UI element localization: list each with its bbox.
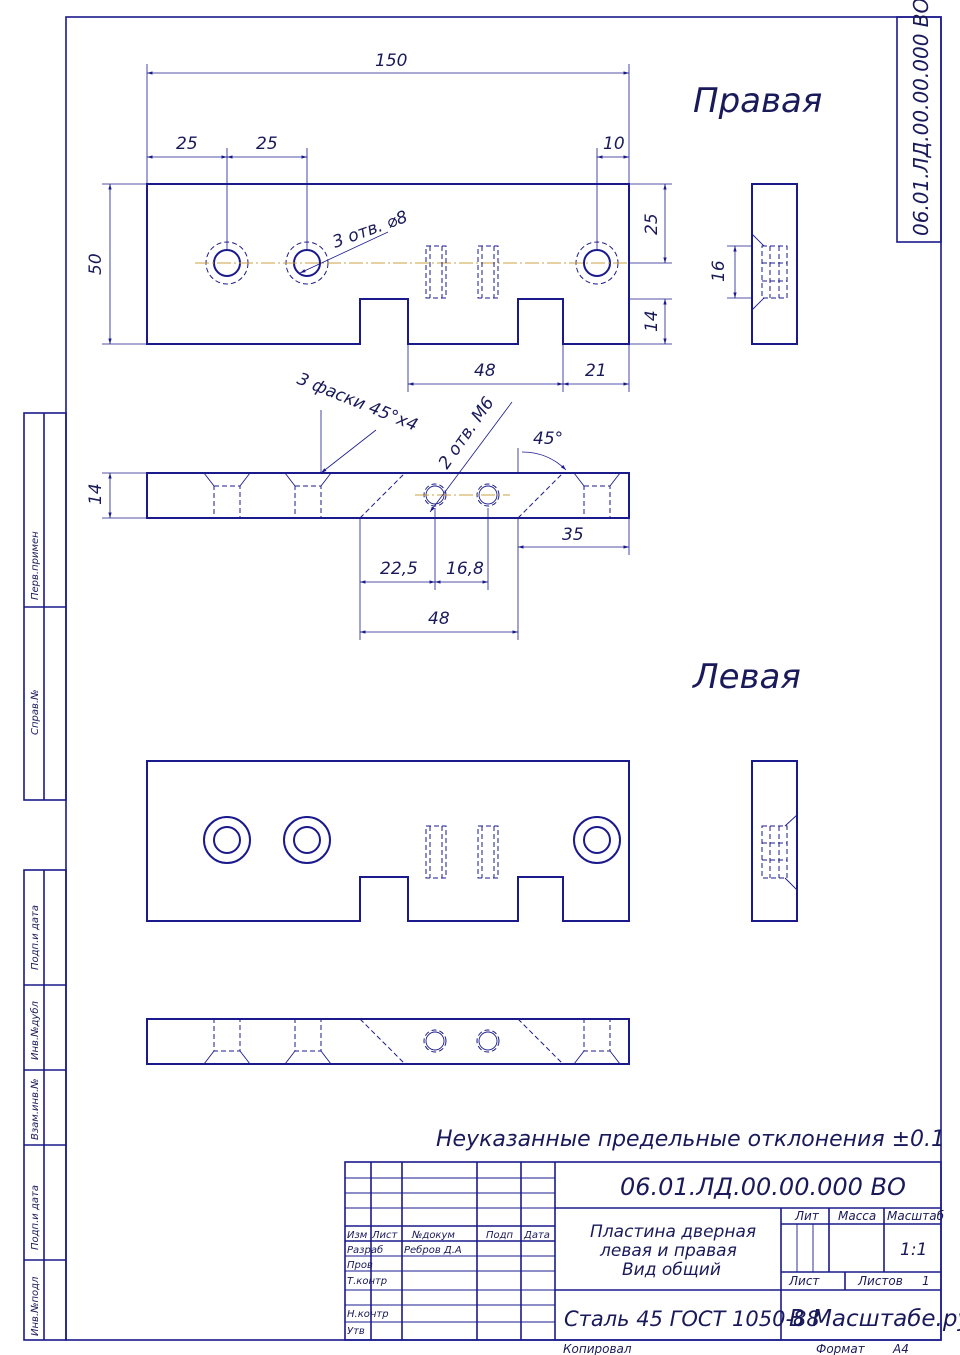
right-plate-front-view (146, 472, 630, 519)
rotated-code-box: 06.01.ЛД.00.00.000 ВО (896, 0, 942, 243)
dim-14v: 14 (642, 310, 662, 332)
left-plate-side-view (751, 760, 798, 922)
tb-name-1: Пластина дверная (590, 1222, 756, 1242)
tb-list: Лист (788, 1274, 820, 1288)
tb-listov-val: 1 (922, 1274, 930, 1288)
title-block: Изм Лист №докум Подп Дата Разраб Ребров … (344, 1161, 960, 1341)
label-right-plate: Правая (693, 81, 822, 121)
dim-150: 150 (375, 51, 407, 71)
tb-doc-code: 06.01.ЛД.00.00.000 ВО (620, 1173, 906, 1201)
tb-utv: Утв (347, 1326, 365, 1337)
tb-scale: 1:1 (900, 1240, 927, 1260)
tb-hdr-list: Лист (371, 1230, 399, 1241)
dim-16: 16 (709, 260, 729, 282)
dim-35: 35 (562, 525, 584, 545)
tolerance-note: Неуказанные предельные отклонения ±0.1 (436, 1127, 945, 1152)
dim-25b: 25 (256, 134, 278, 154)
tb-name-2: левая и правая (599, 1241, 737, 1261)
holes-callout: 3 отв. ⌀8 (330, 207, 411, 253)
tb-razrab-name: Ребров Д.А (404, 1244, 462, 1256)
dim-21: 21 (585, 361, 607, 381)
angle-45: 45° (533, 429, 563, 449)
strip-podp-data-1: Подп.и дата (30, 905, 41, 970)
dim-25v: 25 (642, 213, 662, 235)
tb-hdr-ndoc: №докум (411, 1230, 455, 1241)
dim-48-front: 48 (428, 609, 450, 629)
dim-14-front: 14 (86, 483, 106, 505)
dim-10: 10 (603, 134, 625, 154)
strip-sprav: Справ.№ (30, 690, 41, 735)
tb-massa: Масса (838, 1209, 876, 1223)
left-plate-front-view (146, 1018, 630, 1065)
tb-hdr-data: Дата (523, 1230, 550, 1241)
tb-listov: Листов (857, 1274, 903, 1288)
strip-perv-primen: Перв.примен (30, 531, 41, 600)
tb-prov: Пров (347, 1260, 373, 1271)
strip-vzam-inv: Взам.инв.№ (30, 1078, 41, 1140)
dim-50: 50 (86, 253, 106, 275)
right-plate-plan-view (146, 183, 630, 345)
right-front-dimensions: 14 3 фаски 45°х4 2 отв. М6 45° 35 22,5 1… (86, 369, 630, 640)
dim-16-8: 16,8 (446, 559, 484, 579)
strip-podp-data-2: Подп.и дата (30, 1185, 41, 1250)
tb-kopiroval: Копировал (563, 1342, 632, 1355)
tb-material: Сталь 45 ГОСТ 1050-88 (564, 1307, 820, 1331)
right-plan-dimensions: 150 25 25 10 50 25 14 48 21 3 отв. ⌀8 (86, 51, 672, 392)
tb-hdr-izm: Изм (347, 1230, 368, 1241)
tb-format-val: A4 (892, 1342, 909, 1355)
tb-org: В Масштабе.ру (789, 1306, 960, 1332)
rotated-code-text: 06.01.ЛД.00.00.000 ВО (909, 0, 933, 236)
tb-format: Формат (816, 1342, 866, 1355)
dim-22-5: 22,5 (380, 559, 418, 579)
tb-hdr-podp: Подп (486, 1230, 514, 1241)
dim-48-top: 48 (474, 361, 496, 381)
tb-razrab: Разраб (347, 1244, 383, 1256)
tb-nkontr: Н.контр (347, 1309, 389, 1320)
tb-tkontr: Т.контр (347, 1276, 387, 1287)
side-strip: Перв.примен Справ.№ Подп.и дата Инв.№дуб… (23, 412, 67, 1341)
chamfer-callout: 3 фаски 45°х4 (294, 369, 420, 436)
right-plate-side-view: 16 (709, 183, 798, 345)
dim-25a: 25 (176, 134, 198, 154)
label-left-plate: Левая (691, 657, 801, 697)
tb-masshtab: Масштаб (887, 1209, 945, 1223)
left-plate-plan-view (146, 760, 630, 922)
tb-lit: Лит (794, 1209, 820, 1223)
strip-inv-dubl: Инв.№дубл (29, 1001, 41, 1060)
strip-inv-podl: Инв.№подл (30, 1276, 41, 1336)
tb-name-3: Вид общий (622, 1260, 721, 1280)
